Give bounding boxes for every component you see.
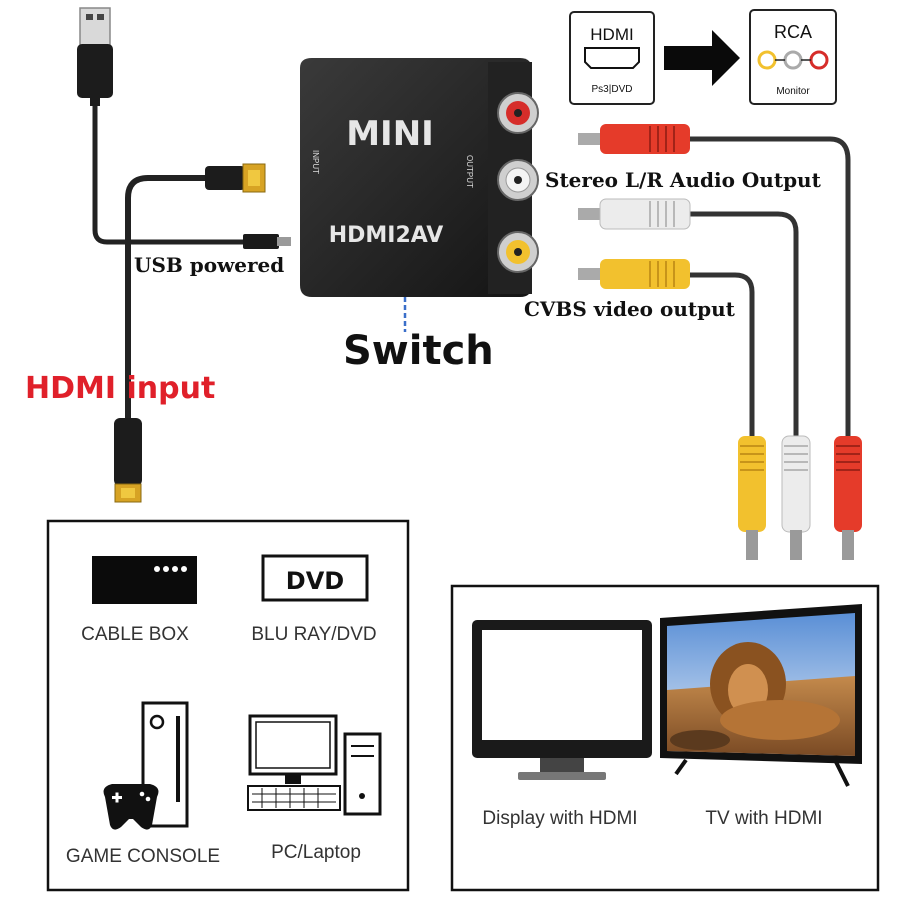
rca-icon-title: RCA [774, 22, 812, 42]
switch-label: Switch [343, 328, 494, 374]
rca-cable-white [690, 211, 799, 440]
monitor-icon [472, 620, 652, 780]
rca-plug-yellow-icon [578, 259, 690, 289]
rca-cable-yellow [690, 272, 755, 440]
pc-laptop-icon [247, 714, 382, 816]
rca-plug-white-icon [578, 198, 691, 230]
jack-red-icon [497, 92, 539, 134]
game-console-label: GAME CONSOLE [66, 846, 220, 867]
usb-cable [92, 95, 291, 249]
game-console-icon [103, 701, 189, 830]
rca-vertical-plug-red-icon [834, 436, 862, 560]
hdmi-cable [125, 175, 210, 420]
rca-cable-red [690, 136, 851, 440]
rca-plug-red-icon [578, 124, 690, 154]
hdmi-icon-title: HDMI [590, 25, 633, 44]
pc-label: PC/Laptop [271, 842, 361, 863]
cable-box-label: CABLE BOX [81, 624, 189, 645]
jack-yellow-icon [497, 231, 539, 273]
rca-icon-sub: Monitor [776, 86, 810, 97]
output-side-label: OUTPUT [465, 155, 474, 188]
blu-ray-label: BLU RAY/DVD [251, 624, 376, 645]
converter-brand: MINI [346, 114, 434, 154]
hdmi-icon-sub: Ps3|DVD [592, 84, 633, 95]
usb-powered-label: USB powered [134, 253, 284, 277]
tv-hdmi-label: TV with HDMI [705, 808, 822, 829]
hdmi-conversion-icon: HDMI Ps3|DVD [569, 11, 655, 105]
converter-model: HDMI2AV [329, 223, 444, 248]
tv-icon [660, 604, 862, 787]
rca-vertical-plug-yellow-icon [738, 436, 766, 560]
dvd-badge: DVD [286, 567, 344, 595]
usb-plug-icon [77, 7, 113, 106]
rca-conversion-icon: RCA Monitor [749, 9, 837, 105]
hdmi-plug-top-icon [205, 163, 266, 193]
arrow-right-icon [664, 30, 740, 86]
sources-panel: CABLE BOX DVD BLU RAY/DVD GAME CONSOLE [46, 519, 410, 892]
input-side-label: INPUT [311, 150, 320, 174]
stereo-audio-label: Stereo L/R Audio Output [545, 168, 822, 192]
hdmi-input-label: HDMI input [25, 371, 215, 406]
cable-box-icon [92, 556, 197, 604]
rca-vertical-plug-white-icon [781, 435, 811, 560]
cvbs-video-label: CVBS video output [524, 297, 736, 321]
dvd-player-icon: DVD [261, 554, 369, 602]
hdmi-plug-bottom-icon [114, 418, 142, 503]
jack-white-icon [497, 159, 539, 201]
displays-panel: Display with HDMI TV with HDMI [450, 584, 880, 892]
display-hdmi-label: Display with HDMI [482, 808, 637, 829]
